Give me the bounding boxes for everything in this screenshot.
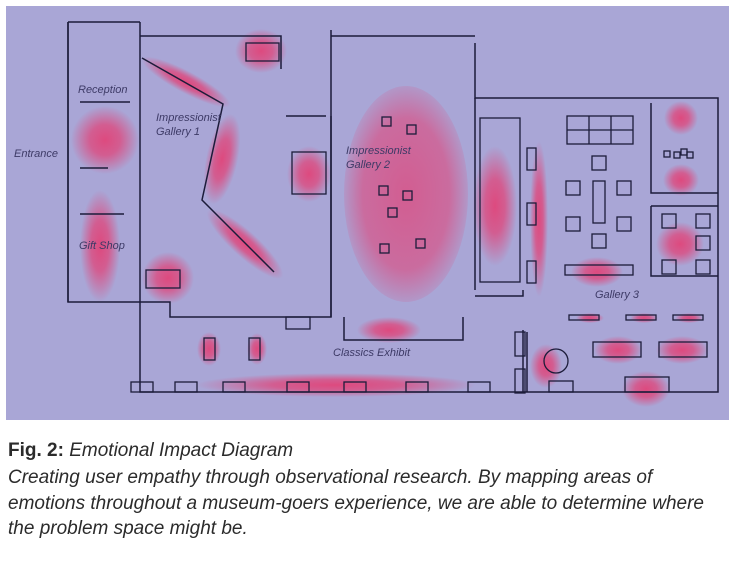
label-gallery-3: Gallery 3 <box>595 289 640 301</box>
figure-title: Emotional Impact Diagram <box>69 440 294 461</box>
walls <box>67 21 719 393</box>
label-impressionist-gallery-2-line1: Impressionist <box>346 145 412 157</box>
figure-description: Creating user empathy through observatio… <box>8 467 704 539</box>
label-impressionist-gallery-1-line1: Impressionist <box>156 112 222 124</box>
figure-caption: Fig. 2: Emotional Impact Diagram Creatin… <box>8 438 730 542</box>
museum-floor-plan: Reception Entrance Gift Shop Impressioni… <box>6 6 729 420</box>
label-gift-shop: Gift Shop <box>79 240 125 252</box>
label-impressionist-gallery-2-line2: Gallery 2 <box>346 159 390 171</box>
caption-heading: Fig. 2: Emotional Impact Diagram <box>8 438 730 464</box>
figure-number: Fig. 2: <box>8 440 64 461</box>
label-impressionist-gallery-1-line2: Gallery 1 <box>156 126 200 138</box>
label-classics-exhibit: Classics Exhibit <box>333 347 411 359</box>
label-entrance: Entrance <box>14 148 58 160</box>
exhibits <box>130 42 711 394</box>
label-reception: Reception <box>78 84 128 96</box>
